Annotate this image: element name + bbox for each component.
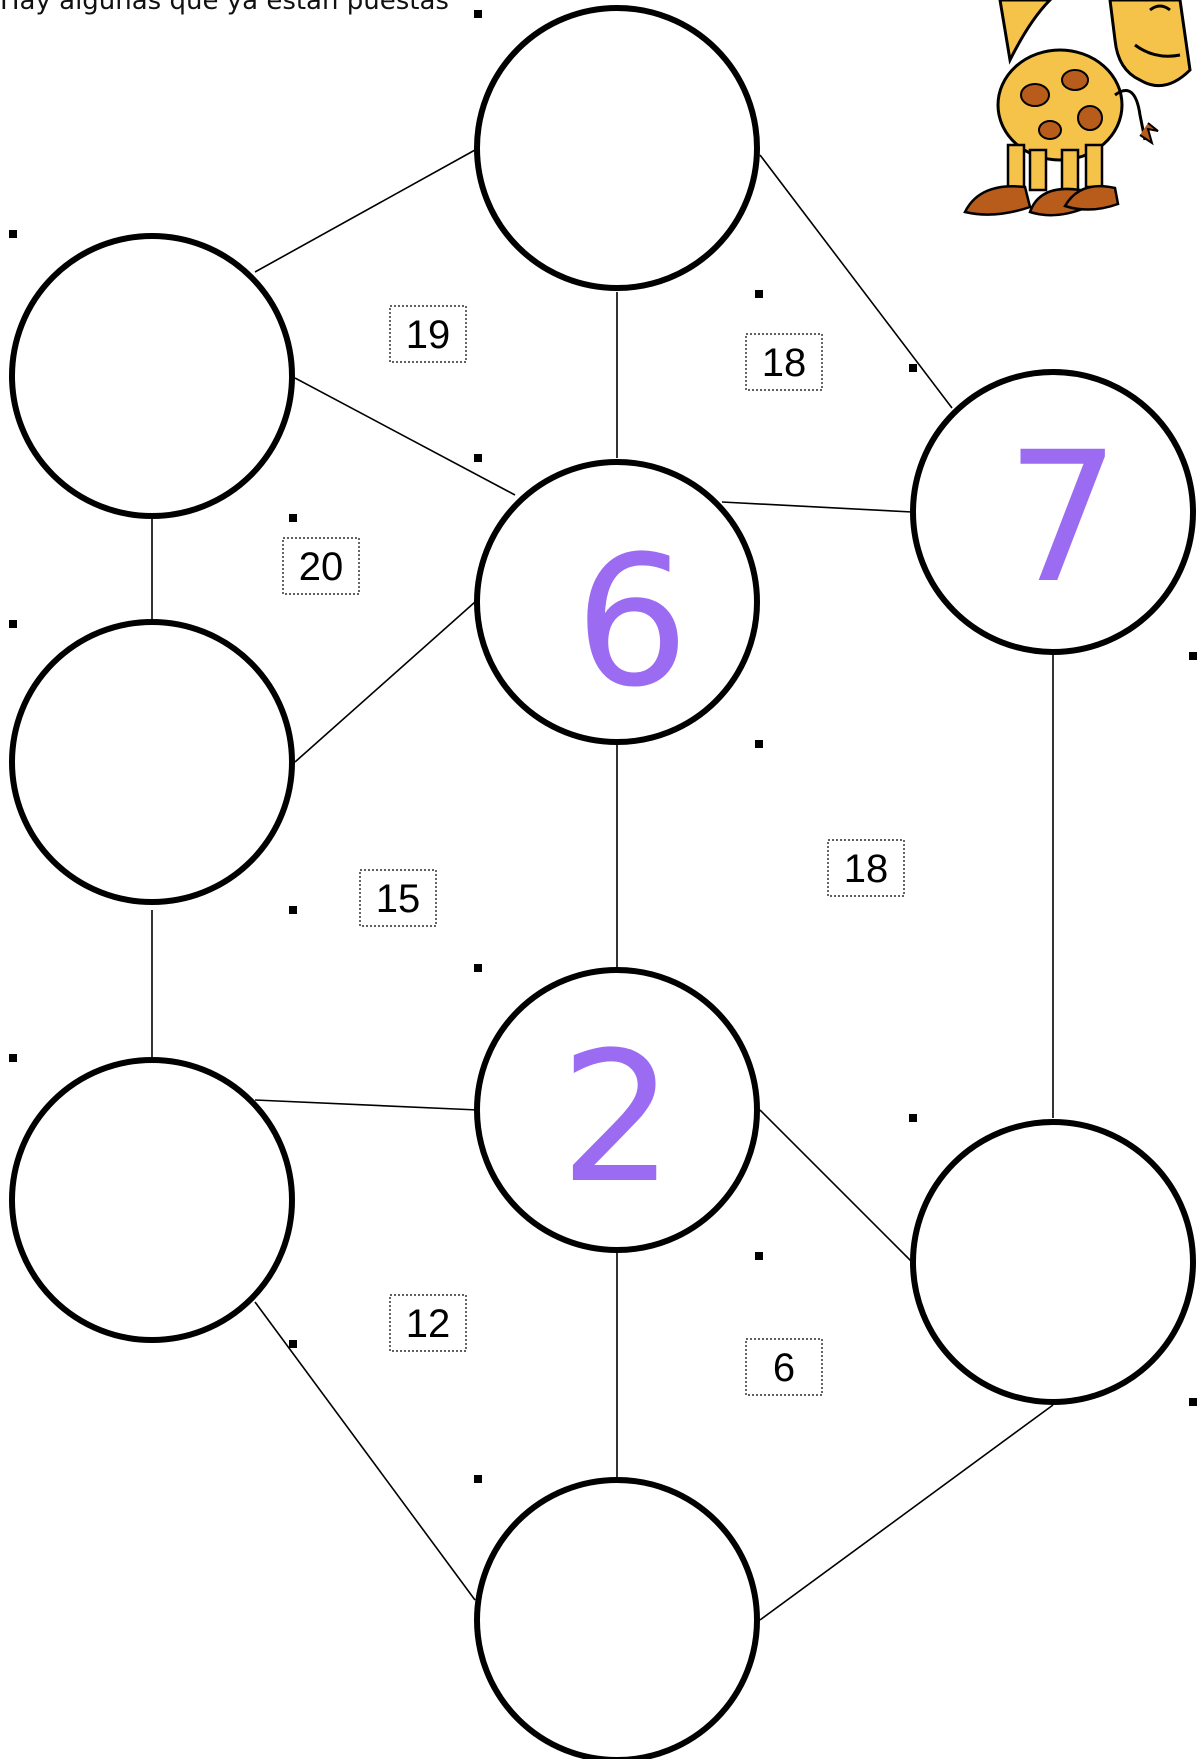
marker-dot — [755, 1252, 763, 1260]
marker-dot — [9, 1054, 17, 1062]
marker-dot — [9, 620, 17, 628]
node-circle-n9[interactable] — [477, 1480, 757, 1759]
edge — [722, 502, 912, 512]
edge — [295, 378, 515, 495]
node-value-n3: 6 — [575, 518, 690, 727]
sum-label-s4: 15 — [376, 877, 421, 921]
marker-dots — [9, 10, 1197, 1483]
node-circle-n5[interactable] — [12, 622, 292, 902]
edges — [152, 150, 1053, 1620]
edge — [255, 1100, 478, 1110]
marker-dot — [1189, 1398, 1197, 1406]
marker-dot — [474, 964, 482, 972]
sum-label-s7: 6 — [773, 1346, 795, 1390]
node-circle-n7[interactable] — [12, 1060, 292, 1340]
edge — [760, 1405, 1053, 1620]
marker-dot — [9, 230, 17, 238]
giraffe-illustration — [965, 0, 1190, 215]
node-circle-n2[interactable] — [12, 236, 292, 516]
marker-dot — [755, 290, 763, 298]
edge — [255, 150, 475, 272]
marker-dot — [909, 1114, 917, 1122]
marker-dot — [474, 454, 482, 462]
marker-dot — [289, 514, 297, 522]
node-circle-n8[interactable] — [913, 1122, 1193, 1402]
sum-label-s3: 20 — [299, 545, 344, 589]
marker-dot — [755, 740, 763, 748]
nodes — [12, 8, 1193, 1759]
sum-label-s5: 18 — [844, 847, 889, 891]
marker-dot — [1189, 652, 1197, 660]
node-value-n6: 2 — [560, 1014, 675, 1223]
marker-dot — [289, 1340, 297, 1348]
edge — [760, 1110, 912, 1262]
marker-dot — [909, 364, 917, 372]
node-value-n4: 7 — [1006, 414, 1121, 623]
edge — [295, 602, 475, 762]
marker-dot — [474, 1475, 482, 1483]
sum-label-s1: 19 — [406, 313, 451, 357]
marker-dot — [289, 906, 297, 914]
node-circle-n1[interactable] — [477, 8, 757, 288]
sum-label-s2: 18 — [762, 341, 807, 385]
sum-label-s6: 12 — [406, 1302, 451, 1346]
marker-dot — [474, 10, 482, 18]
